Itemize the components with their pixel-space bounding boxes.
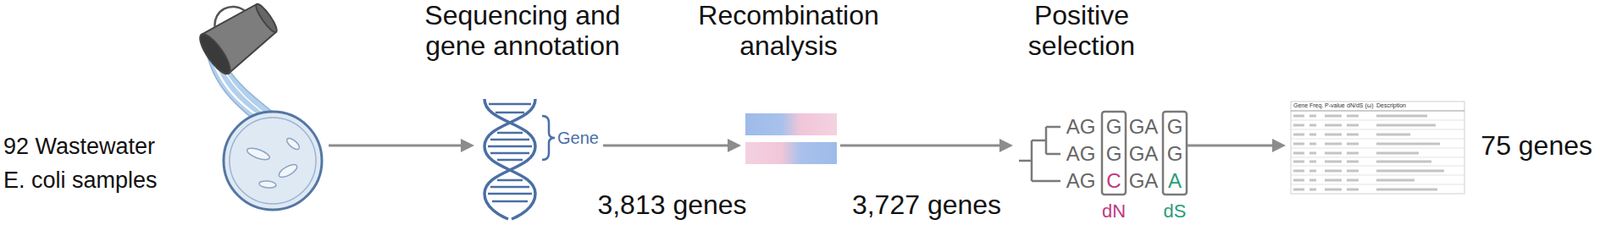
flow-arrow <box>840 138 1014 153</box>
stage-heading: Recombination analysis <box>686 0 891 61</box>
codon-column-box <box>1101 111 1126 195</box>
flow-arrow <box>328 138 475 153</box>
sequence-letters: C <box>1106 169 1121 194</box>
sequence-letters: G <box>1167 142 1184 167</box>
bucket-handle <box>209 0 245 30</box>
dna-strand <box>484 99 536 220</box>
result-label: 75 genes <box>1480 130 1593 161</box>
bacterium <box>259 180 277 189</box>
sequence-letters: GA <box>1129 169 1159 194</box>
bucket-bottom <box>253 1 280 35</box>
bacterium <box>285 136 302 152</box>
stage-node: Recombination analysis <box>741 105 841 171</box>
table-header-cell: dN/dS (ω) <box>1346 102 1374 110</box>
gene-count-label: 3,813 genes <box>597 189 747 221</box>
petri-dish-rim <box>229 117 316 205</box>
arrow-shaft <box>1187 144 1274 148</box>
flow-arrow <box>1187 138 1286 153</box>
arrow-head <box>460 138 475 153</box>
arrow-head <box>999 138 1014 153</box>
bacterium <box>245 146 272 163</box>
table-header-cell: Description <box>1376 102 1407 110</box>
results-table <box>1290 101 1465 194</box>
sequence-letters: A <box>1168 169 1182 194</box>
arrow-shaft <box>840 144 1002 148</box>
sequence-letters: G <box>1106 142 1123 167</box>
sequence-letters: AG <box>1066 169 1097 194</box>
table-cell-placeholders <box>1293 116 1445 190</box>
ds-label: dS <box>1163 200 1187 222</box>
stage-heading: Positive selection <box>996 0 1167 61</box>
stage-node: 75 genes <box>1285 97 1596 200</box>
recombination-bar <box>745 113 837 136</box>
bacterium <box>276 162 299 181</box>
dna-strand <box>484 99 536 220</box>
gene-count-label: 3,727 genes <box>852 189 1002 221</box>
sequence-letters: AG <box>1066 142 1097 167</box>
sequence-letters: GA <box>1129 115 1159 139</box>
codon-column-box <box>1162 111 1187 195</box>
source-label: 92 Wastewater E. coli samples <box>3 129 165 198</box>
gene-bracket <box>542 116 555 161</box>
table-header-cell: P-value <box>1324 102 1346 110</box>
petri-dish <box>223 111 322 211</box>
flow-arrow <box>603 138 742 153</box>
stage-node: Sequencing and gene annotation <box>474 93 604 222</box>
stage-heading: Sequencing and gene annotation <box>408 0 637 61</box>
bucket-opening <box>194 30 235 78</box>
dna-rungs <box>487 104 532 202</box>
arrow-shaft <box>603 144 730 148</box>
recombination-bar <box>745 142 837 165</box>
bucket-icon <box>190 0 284 78</box>
arrow-shaft <box>328 144 463 148</box>
sequence-letters: GA <box>1129 142 1159 167</box>
gene-label: Gene <box>557 128 599 149</box>
table-header-cell: Gene <box>1293 102 1308 110</box>
sequence-letters: AG <box>1066 115 1097 139</box>
arrow-head <box>727 138 742 153</box>
sequence-letters: G <box>1106 115 1123 139</box>
phylogenetic-tree <box>1018 127 1061 182</box>
stage-node: Positive selection <box>1013 105 1188 200</box>
arrow-head <box>1272 138 1286 153</box>
stage-node: 92 Wastewater E. coli samples <box>0 6 329 217</box>
table-header-cell: Freq. <box>1309 102 1324 110</box>
sequence-letters: G <box>1167 115 1184 139</box>
table-header-rule <box>1290 110 1465 112</box>
dn-label: dN <box>1101 200 1126 222</box>
